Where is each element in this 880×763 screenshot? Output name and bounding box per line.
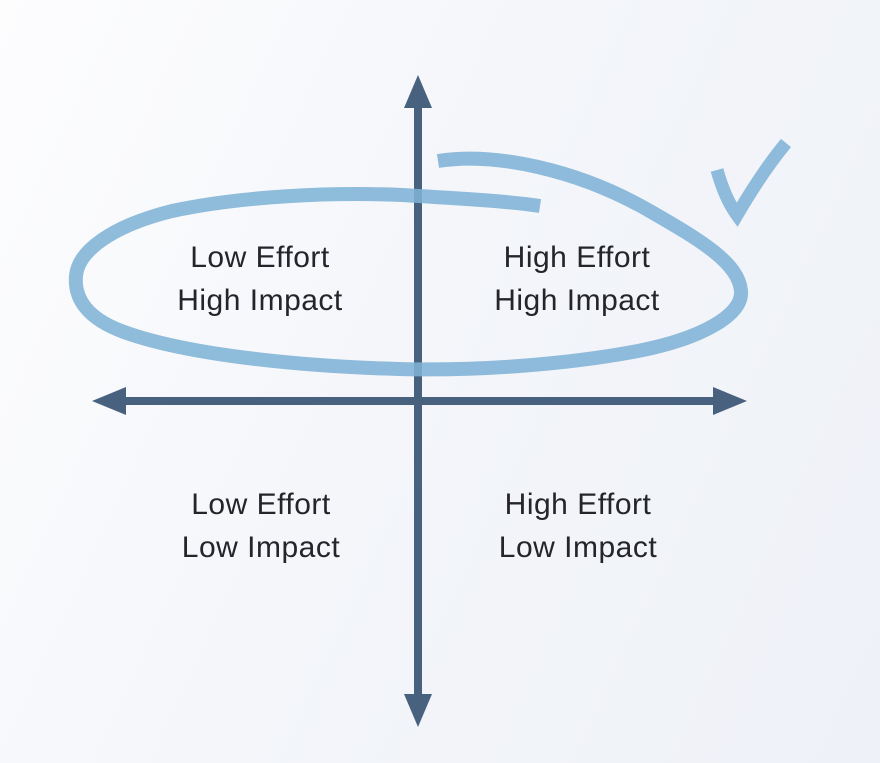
quadrant-label-high-effort-low-impact: High Effort Low Impact	[428, 483, 728, 569]
axes-group	[92, 75, 747, 727]
quadrant-label-line: Low Effort	[191, 488, 331, 521]
arrowhead-left-icon	[92, 387, 126, 415]
arrowhead-down-icon	[404, 694, 432, 727]
quadrant-label-low-effort-high-impact: Low Effort High Impact	[110, 236, 410, 322]
quadrant-label-line: Low Impact	[181, 531, 341, 564]
quadrant-label-line: High Effort	[503, 241, 651, 274]
quadrant-label-line: High Effort	[504, 488, 652, 521]
arrowhead-up-icon	[404, 75, 432, 108]
quadrant-label-line: High Impact	[177, 284, 343, 317]
quadrant-label-low-effort-low-impact: Low Effort Low Impact	[111, 483, 411, 569]
quadrant-label-line: Low Impact	[498, 531, 658, 564]
quadrant-label-line: Low Effort	[190, 241, 330, 274]
arrowhead-right-icon	[713, 387, 747, 415]
checkmark-icon	[710, 138, 792, 227]
quadrant-label-high-effort-high-impact: High Effort High Impact	[427, 236, 727, 322]
highlight-ellipse	[68, 151, 748, 377]
quadrant-label-line: High Impact	[494, 284, 660, 317]
